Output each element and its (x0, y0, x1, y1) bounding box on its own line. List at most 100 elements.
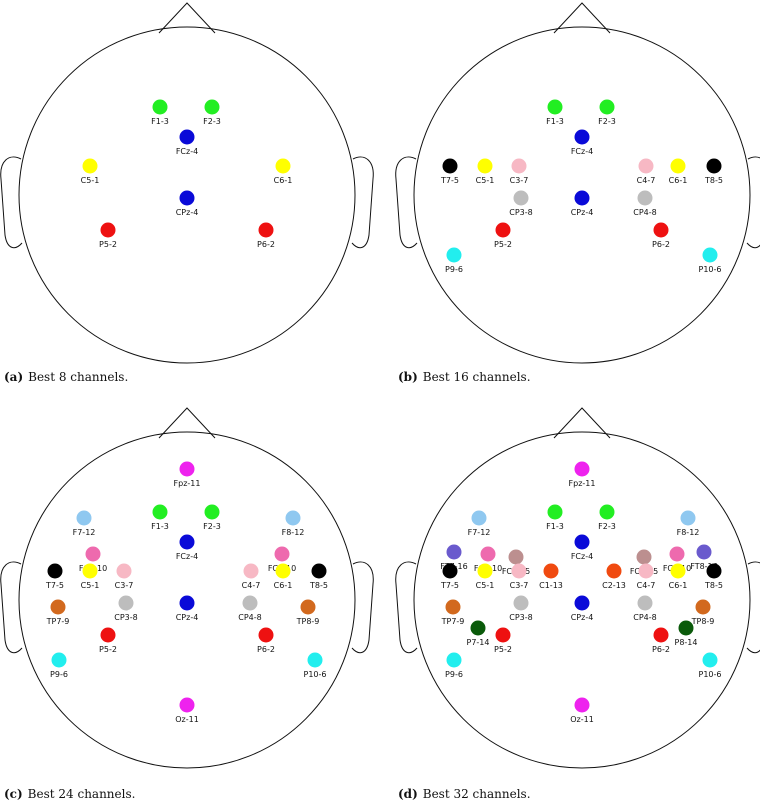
electrode: TP7-9 (46, 599, 69, 626)
electrode-dot (653, 222, 669, 238)
electrode-dot (258, 627, 274, 643)
electrode: FT8-16 (690, 544, 718, 571)
electrode: P7-14 (467, 620, 489, 647)
electrode-label: TP8-9 (296, 617, 320, 626)
panel-letter: (b) (398, 370, 418, 384)
electrode-dot (574, 697, 590, 713)
electrode: T8-5 (704, 563, 723, 590)
electrode: CP4-8 (633, 595, 657, 622)
electrode: F8-12 (282, 510, 304, 537)
electrode-label: TP7-9 (441, 617, 465, 626)
electrode-dot (179, 534, 195, 550)
electrode: C4-7 (637, 158, 655, 185)
electrode-label: P10-6 (699, 670, 722, 679)
electrode: P10-6 (699, 247, 722, 274)
electrode-dot (82, 158, 98, 174)
electrode-dot (574, 129, 590, 145)
electrode: C5-1 (476, 158, 495, 185)
electrode-dot (513, 190, 529, 206)
electrode-label: C4-7 (637, 581, 656, 590)
electrode-label: CP3-8 (114, 613, 137, 622)
electrode-label: C5-1 (476, 176, 495, 185)
electrode-dot (670, 158, 686, 174)
electrode-label: C3-7 (510, 581, 529, 590)
electrode-label: C3-7 (115, 581, 134, 590)
electrode-dot (495, 222, 511, 238)
electrode-label: P9-6 (50, 670, 68, 679)
electrode: P5-2 (494, 222, 512, 249)
electrode-dot (274, 546, 290, 562)
electrode-label: P5-2 (494, 240, 512, 249)
electrode-dot (670, 563, 686, 579)
electrode-label: C6-1 (274, 176, 293, 185)
electrode: T7-5 (45, 563, 64, 590)
electrode-dot (445, 599, 461, 615)
electrode: C6-1 (274, 563, 293, 590)
electrode-label: CP4-8 (633, 208, 656, 217)
nose-outline (158, 2, 216, 34)
nose-outline (553, 407, 611, 439)
electrode-label: F2-3 (203, 522, 221, 531)
electrode-dot (204, 504, 220, 520)
electrode: TP7-9 (441, 599, 465, 626)
electrode: P6-2 (652, 627, 670, 654)
electrode-label: C6-1 (274, 581, 293, 590)
electrode-label: F2-3 (203, 117, 221, 126)
electrode-label: FCz-4 (571, 552, 593, 561)
electrode-dot (446, 652, 462, 668)
electrode-dot (179, 461, 195, 477)
electrode-label: F8-12 (677, 528, 700, 537)
electrode: C6-1 (274, 158, 293, 185)
electrode-label: CP4-8 (633, 613, 656, 622)
electrode: T8-5 (704, 158, 723, 185)
nose-outline (158, 407, 216, 439)
electrode-label: T7-5 (440, 176, 459, 185)
electrode: P5-2 (99, 222, 117, 249)
electrode-dot (85, 546, 101, 562)
electrode: TP8-9 (691, 599, 714, 626)
electrode-label: F1-3 (151, 117, 169, 126)
electrode-dot (706, 563, 722, 579)
electrode-dot (477, 158, 493, 174)
electrode: Oz-11 (175, 697, 199, 724)
electrode-dot (82, 563, 98, 579)
electrode-label: P10-6 (699, 265, 722, 274)
electrode-dot (204, 99, 220, 115)
electrode-dot (511, 158, 527, 174)
electrode-label: Fpz-11 (569, 479, 596, 488)
electrode: F1-3 (546, 504, 564, 531)
electrode-label: C5-1 (476, 581, 495, 590)
electrode: P6-2 (257, 627, 275, 654)
electrode-label: C3-7 (510, 176, 529, 185)
electrode: T8-5 (309, 563, 328, 590)
electrode: Oz-11 (570, 697, 594, 724)
electrode-dot (179, 595, 195, 611)
left-ear-outline (395, 561, 418, 654)
left-ear-outline (0, 156, 23, 249)
electrode: CP3-8 (114, 595, 138, 622)
electrode-label: Oz-11 (175, 715, 199, 724)
electrode-dot (307, 652, 323, 668)
electrode-dot (471, 510, 487, 526)
electrode-label: C4-7 (242, 581, 261, 590)
electrode-dot (47, 563, 63, 579)
electrode-dot (574, 595, 590, 611)
electrode-label: P5-2 (494, 645, 512, 654)
electrode: F2-3 (598, 99, 616, 126)
electrode-label: T7-5 (440, 581, 459, 590)
electrode-dot (574, 461, 590, 477)
electrode-dot (470, 620, 486, 636)
panel-letter: (c) (4, 787, 23, 801)
electrode-label: F7-12 (73, 528, 96, 537)
electrode: CPz-4 (176, 190, 198, 217)
electrode-dot (311, 563, 327, 579)
electrode: F2-3 (598, 504, 616, 531)
electrode-dot (511, 563, 527, 579)
electrode-label: CPz-4 (176, 613, 199, 622)
electrode-dot (547, 504, 563, 520)
electrode: FCz-4 (176, 534, 198, 561)
electrode: T7-5 (440, 158, 459, 185)
electrode: P8-14 (675, 620, 697, 647)
